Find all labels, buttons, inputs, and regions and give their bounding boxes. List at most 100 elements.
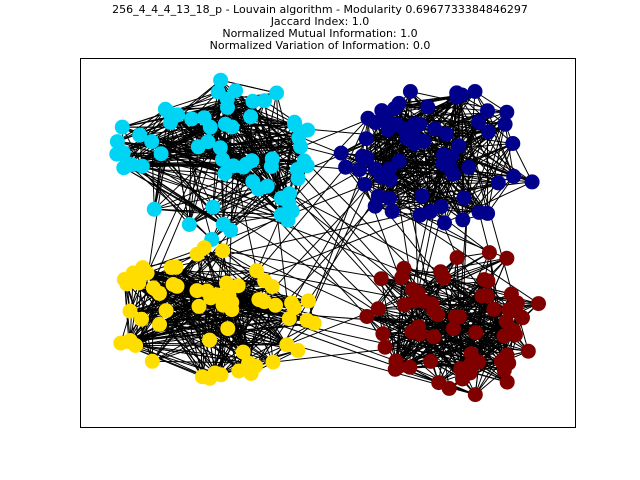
graph-node [394,270,410,285]
graph-edge [191,118,435,311]
graph-node [451,138,467,154]
graph-edge [366,316,514,331]
graph-node [479,288,495,304]
graph-node [377,339,393,355]
graph-node [455,371,470,387]
graph-node [284,295,300,311]
graph-node [217,166,233,181]
graph-node [215,243,231,259]
graph-edge [220,91,476,376]
graph-edge [487,176,515,214]
graph-edge [385,117,413,290]
graph-edge [209,214,282,379]
graph-node [471,114,487,130]
graph-node [399,130,414,146]
graph-node [280,212,296,228]
graph-node [281,311,297,327]
graph-edge [220,79,277,94]
graph-node [382,190,397,206]
graph-edge [129,310,290,320]
graph-edge [211,239,413,333]
graph-node [506,168,522,184]
graph-node [144,353,160,369]
graph-edge [160,106,228,155]
graph-edge [124,279,256,367]
graph-node [269,85,285,101]
graph-node [454,87,470,103]
graph-node [249,263,265,279]
graph-edge [216,214,421,296]
graph-edge [165,310,476,396]
graph-node [352,162,367,178]
graph-node [333,145,349,161]
graph-edge [380,278,508,383]
graph-node [289,162,305,177]
graph-node [251,292,267,308]
graph-node [416,293,432,309]
graph-node [456,190,472,206]
graph-node [388,353,404,369]
graph-edge [128,250,224,342]
graph-node [476,272,492,288]
graph-edge [459,316,508,356]
graph-edge [374,110,488,207]
graph-node [391,153,407,169]
graph-node [131,275,147,291]
graph-node [300,122,316,138]
graph-edge [176,286,216,374]
graph-node [207,365,223,381]
graph-node [228,83,244,99]
graph-node [202,332,218,348]
graph-node [243,109,259,125]
figure-title: 256_4_4_4_13_18_p - Louvain algorithm - … [0,4,640,52]
graph-edge [203,247,260,300]
graph-node [202,119,218,135]
graph-edge [212,188,259,208]
graph-node [213,72,229,88]
graph-node [168,259,184,275]
graph-node [287,114,302,130]
graph-edge [141,318,298,351]
graph-node [169,278,185,294]
graph-node [446,321,461,337]
graph-node [449,250,465,266]
graph-node [236,159,251,175]
graph-node [264,151,280,167]
graph-node [231,363,247,379]
graph-node [471,354,487,370]
graph-node [438,126,454,142]
graph-edge [196,254,216,374]
graph-node [375,326,391,342]
graph-edge [154,185,268,210]
graph-node [235,344,251,360]
graph-node [506,322,522,338]
graph-edge [204,154,444,249]
graph-node [194,369,210,385]
graph-node [380,122,396,138]
graph-edge [230,169,298,231]
graph-edge [188,91,219,225]
graph-node [503,286,519,302]
graph-node [196,240,212,256]
graph-node [300,293,316,309]
graph-node [404,281,420,297]
graph-node [299,312,315,328]
graph-node [122,333,138,348]
graph-node [132,127,148,143]
graph-edge [209,322,315,379]
graph-edge [453,328,529,352]
graph-node [158,303,174,319]
graph-edge [165,91,219,110]
graph-node [338,159,354,175]
graph-edge [377,308,463,380]
graph-node [427,121,443,137]
graph-node [467,84,483,99]
graph-node [497,116,513,132]
graph-edge [135,345,249,364]
graph-node [181,217,197,232]
graph-node [461,159,477,175]
graph-node [437,215,452,231]
graph-node [455,212,471,228]
graph-node [139,265,155,281]
graph-edge [222,250,488,297]
